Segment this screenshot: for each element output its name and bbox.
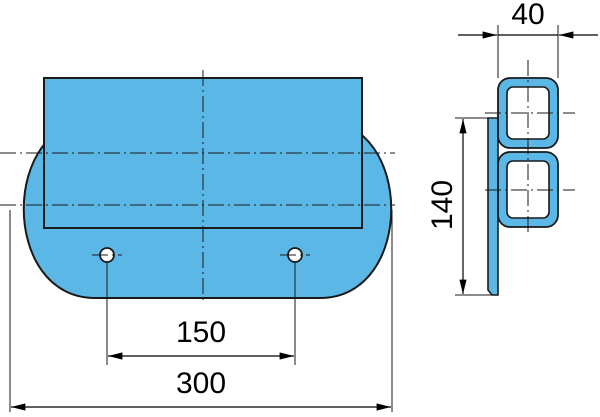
front-centerlines — [0, 70, 395, 300]
side-view: 40 140 — [426, 0, 598, 296]
side-plate — [487, 117, 499, 296]
height-label: 140 — [426, 180, 459, 230]
hole-spacing-label: 150 — [176, 316, 226, 349]
side-centerlines — [485, 60, 575, 235]
overall-width-label: 300 — [176, 367, 226, 400]
front-view: 150 300 — [0, 70, 395, 412]
profile-width-label: 40 — [511, 0, 544, 31]
